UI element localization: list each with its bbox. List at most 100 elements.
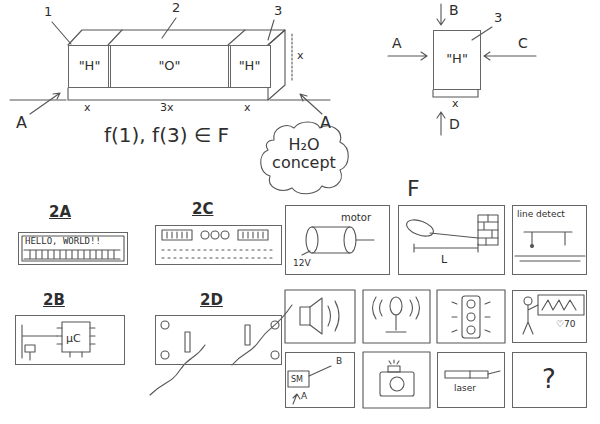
view-arrow [388, 52, 427, 60]
node-text: "H" [434, 52, 480, 67]
section-label: A [320, 114, 331, 132]
node-text: B [336, 356, 342, 366]
connector-board [185, 332, 190, 352]
node-text: line detect [517, 209, 565, 219]
dimension-label: x [84, 102, 91, 115]
leader-line [52, 22, 71, 44]
dimension-line [291, 34, 292, 80]
module-panel: 2C [155, 225, 282, 265]
connector-board [150, 345, 205, 395]
presenter-icon [523, 305, 538, 334]
node-text: A [301, 391, 307, 401]
speaker-icon [300, 298, 339, 334]
module-panel: 2BμC [15, 315, 125, 365]
laser-icon [469, 371, 470, 378]
function-tile: laser [437, 352, 505, 408]
view-label: A [392, 35, 402, 51]
node-text: motor [341, 212, 371, 224]
leader-line [472, 27, 492, 40]
section-arrow [300, 94, 322, 114]
view-arrow [437, 112, 445, 135]
speaker-icon [300, 307, 310, 325]
module-panel: 2D [155, 315, 282, 365]
dimension-label: 3x [160, 102, 174, 115]
switch-board [201, 231, 209, 239]
lcd-display [24, 250, 120, 259]
distance-sensor-icon [430, 233, 478, 238]
section-arrow [10, 99, 66, 100]
microphone-icon [373, 297, 420, 332]
microcontroller-chip [57, 328, 95, 357]
callout-number: 3 [494, 11, 502, 26]
box-3d-outline [68, 88, 268, 100]
laser-icon [445, 371, 488, 378]
part-box: "H" [68, 45, 111, 88]
leader-line [268, 20, 274, 40]
camera-icon [389, 360, 399, 364]
microcontroller-chip [22, 322, 95, 360]
node-text: HELLO, WORLD!! [25, 236, 101, 246]
node-text: μC [66, 333, 81, 346]
microcontroller-chip [62, 322, 90, 352]
dimension-label: x [452, 98, 459, 111]
servo-icon [288, 371, 309, 387]
leader-line [162, 18, 176, 38]
connector-board [161, 321, 169, 329]
traffic-light-icon [467, 300, 475, 308]
line-sensor-icon [531, 245, 534, 248]
section-arrow [30, 93, 60, 114]
side-view-box: "H" [433, 30, 481, 90]
lcd-display [22, 236, 124, 261]
view-arrow [437, 4, 445, 25]
node-text: H₂O concept [268, 136, 340, 173]
module-panel: 2AHELLO, WORLD!! [18, 232, 128, 265]
view-arrow [388, 4, 536, 135]
box-3d-outline [68, 30, 285, 100]
presenter-icon [538, 295, 584, 315]
line-sensor-icon [520, 260, 580, 261]
node-text: "H" [229, 59, 270, 74]
view-arrow [433, 90, 478, 97]
connector-board [161, 351, 169, 359]
switch-board [162, 230, 276, 258]
cloud-outline [261, 122, 349, 194]
tile-frame [285, 290, 355, 343]
microcontroller-chip [22, 325, 57, 360]
panel-heading: 2B [43, 292, 65, 309]
section-arrow [270, 99, 330, 100]
function-tile: line detect [512, 205, 587, 275]
view-label: C [518, 35, 528, 51]
traffic-light-icon [452, 302, 490, 332]
servo-icon [309, 366, 331, 376]
function-tile: L [398, 205, 505, 275]
formula-text: f(1), f(3) ∈ F [104, 124, 229, 147]
switch-board [238, 230, 268, 240]
connector-board [232, 305, 292, 365]
node-text: 12V [293, 258, 311, 268]
node-text: L [441, 254, 447, 267]
node-text: laser [454, 383, 476, 393]
concept-cloud: H₂O concept [256, 120, 352, 196]
switch-board [243, 232, 263, 238]
connector-board [245, 325, 250, 345]
connector-board [150, 305, 292, 395]
traffic-light-icon [467, 313, 475, 321]
tile-frame [363, 290, 430, 343]
section-label: A [16, 114, 27, 132]
switch-board [162, 250, 276, 258]
switch-board [221, 231, 229, 239]
switch-board [167, 232, 187, 238]
part-box: "O" [108, 45, 231, 88]
distance-sensor-icon [478, 215, 498, 245]
motor-icon [344, 227, 356, 253]
node-text: ♡70 [556, 319, 576, 329]
distance-sensor-icon [404, 217, 435, 240]
presenter-icon [523, 295, 584, 334]
box-3d-outline [108, 30, 245, 45]
motor-icon [356, 239, 374, 240]
lcd-display [22, 236, 124, 261]
callout-number: 3 [274, 4, 282, 19]
dimension-label: x [244, 102, 251, 115]
callout-number: 2 [172, 1, 180, 16]
function-tile: motor 12V [285, 205, 390, 275]
